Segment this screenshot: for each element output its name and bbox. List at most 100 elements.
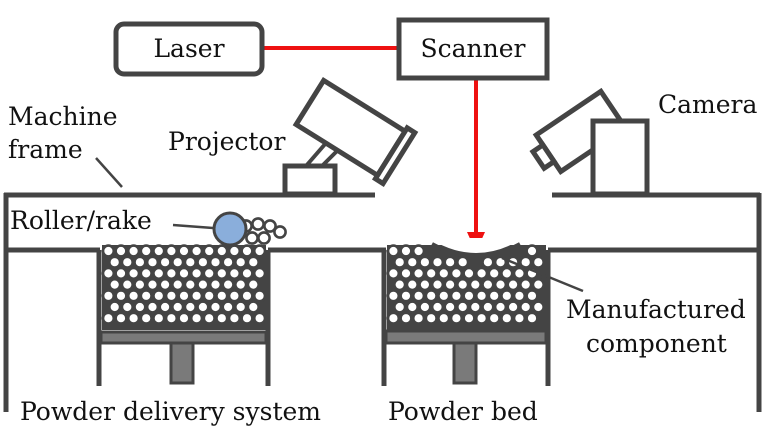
camera-icon <box>529 87 650 197</box>
powder-particle <box>252 311 267 325</box>
powder-particle <box>393 300 407 314</box>
powder-particle <box>405 277 419 292</box>
bed-platform <box>384 329 548 345</box>
powder-particle <box>126 311 141 325</box>
powder-particle <box>386 311 401 325</box>
powder-particle <box>133 277 147 292</box>
powder-particle <box>500 289 514 303</box>
powder-particle <box>202 311 216 325</box>
powder-particle <box>227 311 242 325</box>
camera-label: Camera <box>658 90 757 119</box>
powder-particle <box>215 311 229 325</box>
powder-particle <box>474 311 489 325</box>
powder-particle <box>399 244 413 258</box>
laser-label: Laser <box>153 34 224 63</box>
machine-frame-label-2: frame <box>8 135 83 164</box>
powder-particle <box>177 311 191 325</box>
powder-particle <box>252 289 267 303</box>
powder-particle <box>189 311 204 325</box>
powder-particle <box>171 277 185 292</box>
powder-particle <box>189 266 204 281</box>
powder-particle <box>164 311 179 325</box>
powder-particle <box>152 311 166 325</box>
powder-particle <box>114 289 128 303</box>
powder-particle <box>386 289 401 303</box>
roller-leader <box>172 223 214 230</box>
powder-particle <box>251 217 265 231</box>
machine-frame-label-1: Machine <box>8 102 118 131</box>
powder-particle <box>474 289 489 303</box>
powder-particle <box>114 244 128 258</box>
projector-label: Projector <box>168 127 285 156</box>
scanner-box: Scanner <box>396 17 550 81</box>
powder-particle <box>101 266 116 281</box>
powder-particle <box>221 255 235 269</box>
powder-particle <box>221 277 235 292</box>
powder-particle <box>202 244 216 258</box>
powder-particle <box>114 266 128 281</box>
powder-particle <box>215 289 229 303</box>
powder-particle <box>234 277 248 292</box>
powder-particle <box>449 266 464 281</box>
powder-particle <box>152 289 166 303</box>
powder-particle <box>474 266 489 281</box>
powder-particle <box>120 255 135 269</box>
powder-particle <box>462 289 476 303</box>
powder-particle <box>126 289 141 303</box>
powder-particle <box>386 244 401 258</box>
powder-particle <box>202 266 216 281</box>
powder-particle <box>399 311 413 325</box>
powder-particle <box>171 255 185 269</box>
powder-delivery-chamber <box>96 244 271 386</box>
powder-particle <box>196 255 210 269</box>
powder-particle <box>152 244 166 258</box>
powder-particle <box>430 277 445 292</box>
bed-surface-cutout <box>432 238 520 253</box>
powder-particle <box>101 244 116 258</box>
powder-particle <box>487 289 501 303</box>
roller-label: Roller/rake <box>10 206 152 235</box>
powder-particle <box>158 277 172 292</box>
powder-particle <box>273 225 287 239</box>
delivery-piston <box>169 341 195 385</box>
powder-particle <box>481 277 495 292</box>
powder-particle <box>171 300 185 314</box>
powder-particle <box>424 289 438 303</box>
powder-particle <box>411 244 426 258</box>
powder-particle <box>399 266 413 281</box>
powder-particle <box>120 277 135 292</box>
powder-particle <box>405 300 419 314</box>
powder-particle <box>139 266 153 281</box>
powder-particle <box>158 255 172 269</box>
powder-particle <box>246 300 261 314</box>
powder-particle <box>240 311 254 325</box>
powder-particle <box>386 266 401 281</box>
projector-icon <box>282 76 419 197</box>
powder-bed-chamber <box>381 238 551 386</box>
powder-particle <box>133 255 147 269</box>
powder-particle <box>120 300 135 314</box>
powder-particle <box>418 277 432 292</box>
powder-particle <box>518 277 533 292</box>
powder-particle <box>437 289 451 303</box>
powder-particle <box>183 277 198 292</box>
powder-particle <box>189 244 204 258</box>
manufactured-component-label-1: Manufactured <box>566 295 746 324</box>
powder-particle <box>500 266 514 281</box>
powder-particle <box>196 300 210 314</box>
powder-particle <box>202 289 216 303</box>
roller-icon <box>212 211 248 247</box>
powder-particle <box>512 289 527 303</box>
powder-particle <box>462 311 476 325</box>
powder-particle <box>462 266 476 281</box>
powder-particle <box>531 277 545 292</box>
powder-particle <box>208 300 223 314</box>
powder-bed-label: Powder bed <box>388 397 538 426</box>
powder-particle <box>227 266 242 281</box>
powder-particle <box>177 289 191 303</box>
manufactured-component-label-2: component <box>586 329 727 358</box>
powder-particle <box>177 244 191 258</box>
powder-particle <box>245 231 259 245</box>
powder-particle <box>133 300 147 314</box>
